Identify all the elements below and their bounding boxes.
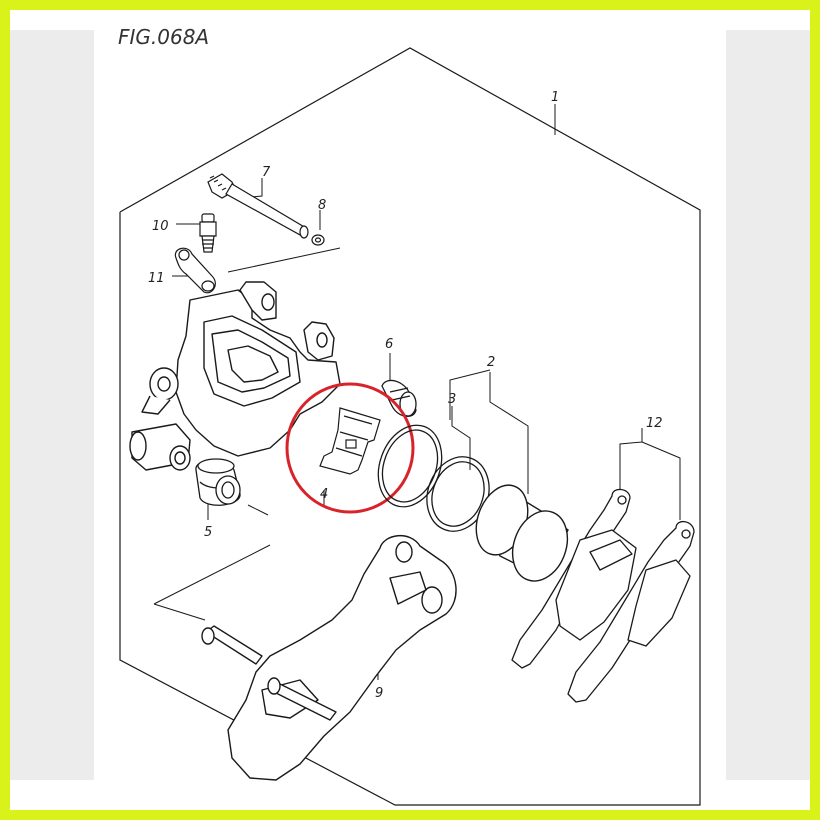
part-pad-spring [319,407,381,475]
part-caliper-bracket [201,535,457,781]
callout-9: 9 [375,686,383,701]
part-dust-seal [381,379,417,417]
callout-7: 7 [262,165,271,180]
part-brake-pads [511,488,695,703]
part-caliper-body [129,281,341,471]
callout-5: 5 [204,525,212,540]
part-boot [195,458,241,506]
callout-12: 12 [646,416,663,431]
callout-2: 2 [487,355,495,370]
callout-11: 11 [148,271,165,286]
figure-title: FIG.068A [118,25,209,49]
callout-4: 4 [320,487,328,502]
callout-labels: 1 2 3 4 5 6 7 8 9 10 11 12 [148,90,663,701]
right-margin [726,30,810,780]
callout-10: 10 [152,219,169,234]
highlight-circle [285,382,415,514]
part-bleeder-cap [174,247,216,294]
left-margin [10,30,94,780]
callout-6: 6 [385,337,393,352]
part-plug [311,234,325,246]
part-bleeder-valve [199,213,217,253]
part-pin [207,173,309,239]
part-piston-seal [377,424,490,532]
callout-1: 1 [551,90,559,105]
assembly-outline [119,47,701,806]
callout-8: 8 [318,198,326,213]
callout-3: 3 [448,392,456,407]
part-piston [475,484,569,582]
